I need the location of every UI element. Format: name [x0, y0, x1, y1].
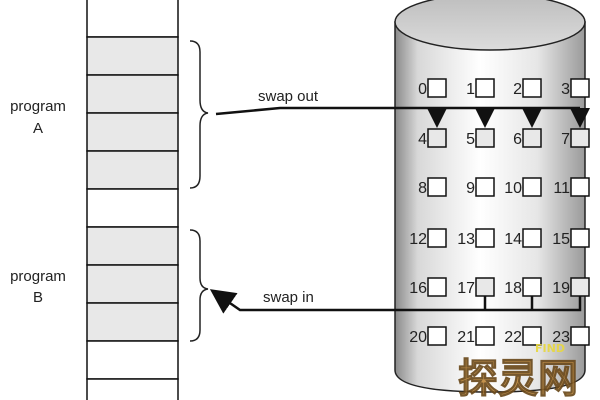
- disk-block-number: 14: [504, 231, 522, 248]
- disk-block: 22: [504, 326, 542, 346]
- memory-row: [86, 74, 179, 114]
- memory-row: [86, 112, 179, 152]
- disk-block-box: [475, 78, 495, 98]
- disk-block-box: [427, 277, 447, 297]
- memory-row: [86, 378, 179, 400]
- disk-block-number: 20: [409, 329, 427, 346]
- disk-block: 12: [409, 228, 447, 248]
- disk-block: 21: [457, 326, 495, 346]
- disk-block: 4: [418, 128, 447, 148]
- disk-block: 0: [418, 78, 447, 98]
- disk-block: 10: [504, 177, 542, 197]
- disk-block: 16: [409, 277, 447, 297]
- disk-block-number: 4: [418, 131, 427, 148]
- disk-block-box: [427, 128, 447, 148]
- disk-block-box: [570, 277, 590, 297]
- disk-block-number: 0: [418, 81, 427, 98]
- disk-block-number: 22: [504, 329, 522, 346]
- disk-block: 7: [561, 128, 590, 148]
- brace-program-a: [189, 40, 209, 189]
- disk-block: 9: [466, 177, 495, 197]
- disk-block-box: [570, 326, 590, 346]
- disk-block-box: [570, 128, 590, 148]
- watermark: 探灵网 FIND: [458, 342, 579, 400]
- disk-block: 23: [552, 326, 590, 346]
- program-a-label: program: [10, 98, 66, 115]
- swap-in-arrow: [209, 289, 582, 314]
- memory-row: [86, 36, 179, 76]
- disk-block-number: 16: [409, 280, 427, 297]
- swap-in-label: swap in: [263, 289, 314, 306]
- disk-block: 14: [504, 228, 542, 248]
- disk-block-box: [427, 228, 447, 248]
- disk-block-number: 23: [552, 329, 570, 346]
- disk-block-number: 3: [561, 81, 570, 98]
- disk-block: 2: [513, 78, 542, 98]
- memory-row: [86, 302, 179, 342]
- disk-block-number: 18: [504, 280, 522, 297]
- program-b-label: program: [10, 268, 66, 285]
- disk-block-box: [522, 326, 542, 346]
- disk-block-number: 6: [513, 131, 522, 148]
- disk-block-box: [522, 277, 542, 297]
- disk-block-box: [570, 228, 590, 248]
- disk-block: 6: [513, 128, 542, 148]
- disk-block-number: 11: [553, 180, 570, 197]
- memory-row: [86, 264, 179, 304]
- disk-block-box: [475, 228, 495, 248]
- disk-block-box: [522, 228, 542, 248]
- disk-block: 17: [457, 277, 495, 297]
- program-b-letter: B: [33, 289, 43, 306]
- disk-block: 19: [552, 277, 590, 297]
- swap-out-label: swap out: [258, 88, 319, 105]
- disk-block-box: [475, 326, 495, 346]
- disk-block-box: [475, 177, 495, 197]
- svg-text:FIND: FIND: [535, 342, 565, 355]
- disk-block-box: [522, 78, 542, 98]
- disk-block-number: 2: [513, 81, 522, 98]
- memory-column: [86, 0, 179, 400]
- disk-block-number: 1: [466, 81, 475, 98]
- brace-program-b: [189, 229, 209, 342]
- disk-block-number: 13: [457, 231, 475, 248]
- memory-row: [86, 0, 179, 38]
- disk-block: 20: [409, 326, 447, 346]
- disk-block-number: 9: [466, 180, 475, 197]
- disk-block: 5: [466, 128, 495, 148]
- memory-row: [86, 150, 179, 190]
- disk-block: 11: [553, 177, 590, 197]
- disk-block-box: [522, 128, 542, 148]
- disk-block-number: 12: [409, 231, 427, 248]
- disk-block-number: 5: [466, 131, 475, 148]
- disk-block-number: 8: [418, 180, 427, 197]
- disk-block-box: [475, 128, 495, 148]
- disk-block-box: [522, 177, 542, 197]
- disk-block-number: 15: [552, 231, 570, 248]
- disk-block-number: 17: [457, 280, 475, 297]
- disk-block-box: [427, 78, 447, 98]
- disk-block: 15: [552, 228, 590, 248]
- memory-row: [86, 226, 179, 266]
- program-a-letter: A: [33, 120, 43, 137]
- disk-block-number: 21: [457, 329, 475, 346]
- svg-text:探灵网: 探灵网: [458, 356, 578, 400]
- swap-out-arrow: [215, 106, 590, 128]
- disk-block: 13: [457, 228, 495, 248]
- disk-block-number: 7: [561, 131, 570, 148]
- disk-block: 3: [561, 78, 590, 98]
- disk-block-box: [570, 177, 590, 197]
- disk-block-number: 10: [504, 180, 522, 197]
- memory-row: [86, 188, 179, 228]
- disk-block-box: [570, 78, 590, 98]
- disk-block: 18: [504, 277, 542, 297]
- memory-row: [86, 340, 179, 380]
- disk-block: 1: [466, 78, 495, 98]
- disk-block-box: [427, 177, 447, 197]
- disk-block-box: [427, 326, 447, 346]
- disk-block-box: [475, 277, 495, 297]
- disk-block: 8: [418, 177, 447, 197]
- disk-block-number: 19: [552, 280, 570, 297]
